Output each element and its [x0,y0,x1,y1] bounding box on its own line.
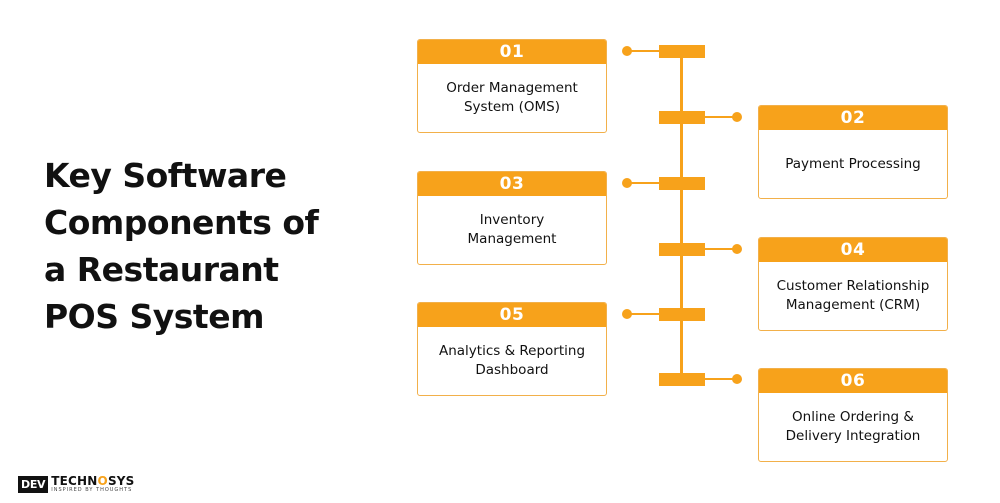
brand-logo: DEV TECHNOSYS INSPIRED BY THOUGHTS [18,472,135,496]
page-title: Key Software Components of a Restaurant … [44,152,344,340]
card-text: Analytics & Reporting Dashboard [439,342,585,380]
card-text-line: Order Management [446,80,578,96]
card-body: Online Ordering & Delivery Integration [759,393,947,461]
connector-bar [659,373,705,386]
logo-name-left: TECHN [51,474,98,488]
card-body: Order Management System (OMS) [418,64,606,132]
title-line: Components of [44,203,319,242]
card-text: Inventory Management [468,211,557,249]
component-card-05: 05 Analytics & Reporting Dashboard [417,302,607,396]
connector-bar [659,243,705,256]
title-line: POS System [44,297,264,336]
connector-dot [622,178,632,188]
card-text-line: System (OMS) [463,99,560,115]
card-number: 03 [418,172,606,196]
connector-stub [704,116,734,118]
connector-dot [622,309,632,319]
card-number: 01 [418,40,606,64]
connector-stub [704,248,734,250]
card-body: Payment Processing [759,130,947,198]
connector-dot [732,374,742,384]
card-text-line: Dashboard [475,362,549,378]
card-number: 05 [418,303,606,327]
logo-mark: DEV [18,475,49,493]
logo-tagline: INSPIRED BY THOUGHTS [51,487,133,493]
logo-name-o: O [97,474,108,488]
card-text-line: Payment Processing [785,155,921,172]
timeline-line [680,45,683,383]
card-text-line: Management (CRM) [785,297,921,313]
title-line: a Restaurant [44,250,279,289]
connector-bar [659,308,705,321]
title-line: Key Software [44,156,287,195]
component-card-06: 06 Online Ordering & Delivery Integratio… [758,368,948,462]
connector-stub [630,182,660,184]
logo-name: TECHNOSYS [51,475,134,487]
card-body: Inventory Management [418,196,606,264]
card-text-line: Online Ordering & [792,409,914,425]
card-text-line: Customer Relationship [776,278,930,294]
component-card-01: 01 Order Management System (OMS) [417,39,607,133]
card-number: 06 [759,369,947,393]
connector-stub [630,313,660,315]
card-body: Customer Relationship Management (CRM) [759,262,947,330]
card-text: Payment Processing [785,155,920,174]
connector-dot [732,112,742,122]
connector-dot [732,244,742,254]
card-text-line: Inventory [479,212,545,228]
connector-dot [622,46,632,56]
card-text-line: Management [467,231,557,247]
card-text-line: Analytics & Reporting [438,343,586,359]
connector-bar [659,111,705,124]
logo-wordmark: TECHNOSYS INSPIRED BY THOUGHTS [51,475,134,493]
connector-stub [704,378,734,380]
card-text: Online Ordering & Delivery Integration [786,408,921,446]
component-card-04: 04 Customer Relationship Management (CRM… [758,237,948,331]
component-card-03: 03 Inventory Management [417,171,607,265]
component-card-02: 02 Payment Processing [758,105,948,199]
connector-bar [659,45,705,58]
connector-stub [630,50,660,52]
card-number: 04 [759,238,947,262]
card-body: Analytics & Reporting Dashboard [418,327,606,395]
card-text: Customer Relationship Management (CRM) [777,277,930,315]
card-text: Order Management System (OMS) [446,79,578,117]
connector-bar [659,177,705,190]
card-number: 02 [759,106,947,130]
card-text-line: Delivery Integration [785,428,921,444]
logo-name-right: SYS [107,474,135,488]
